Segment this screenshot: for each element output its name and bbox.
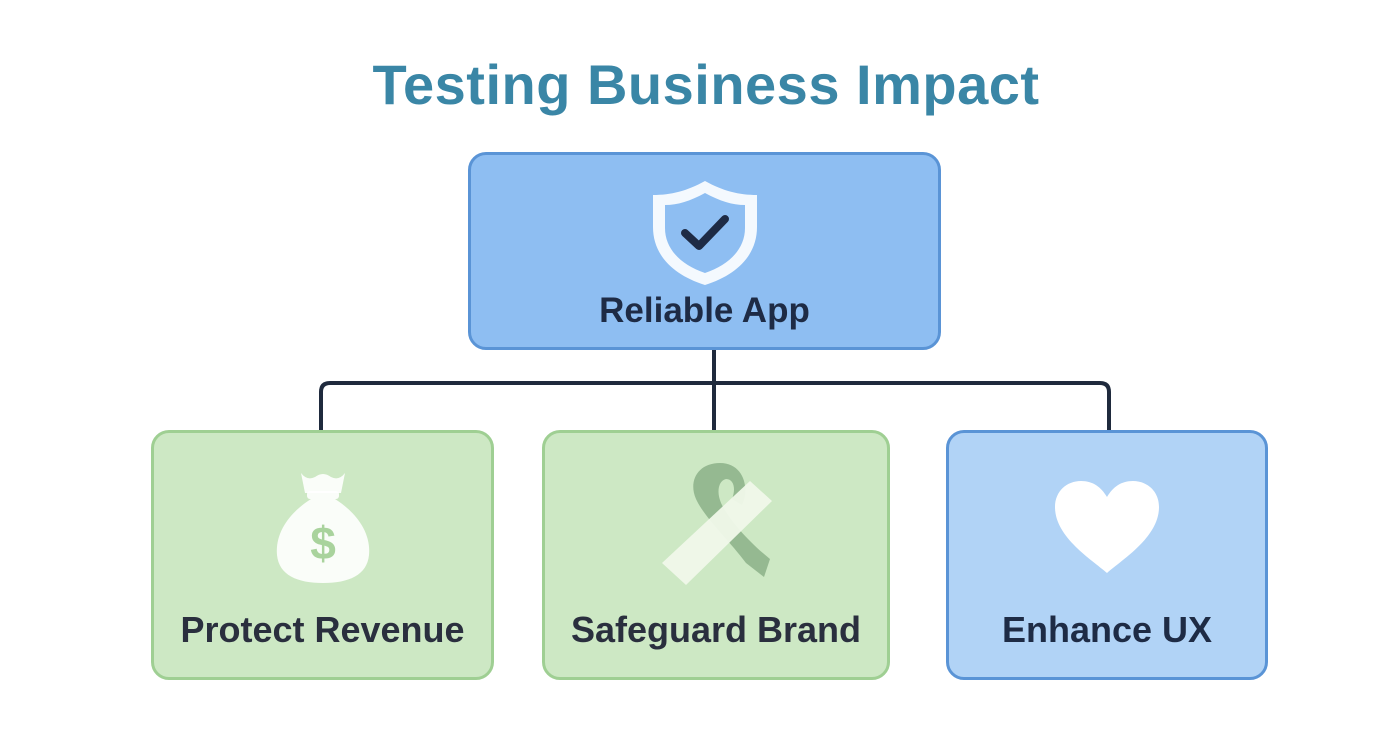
child-node-safeguard-brand: Safeguard Brand xyxy=(542,430,890,680)
root-node-label: Reliable App xyxy=(599,291,810,330)
child-node-protect-revenue: $ Protect Revenue xyxy=(151,430,494,680)
money-bag-icon: $ xyxy=(276,473,369,583)
child-node-label: Enhance UX xyxy=(1001,609,1213,650)
child-node-enhance-ux: Enhance UX xyxy=(946,430,1268,680)
root-node-reliable-app: Reliable App xyxy=(468,152,941,350)
ribbon-icon xyxy=(662,463,772,585)
diagram-title: Testing Business Impact xyxy=(372,53,1040,116)
child-node-label: Protect Revenue xyxy=(180,609,465,650)
child-node-label: Safeguard Brand xyxy=(570,609,862,650)
shield-check-icon xyxy=(652,181,757,285)
connector-branch xyxy=(319,381,1111,430)
svg-text:$: $ xyxy=(310,517,336,569)
heart-icon xyxy=(1055,481,1159,573)
